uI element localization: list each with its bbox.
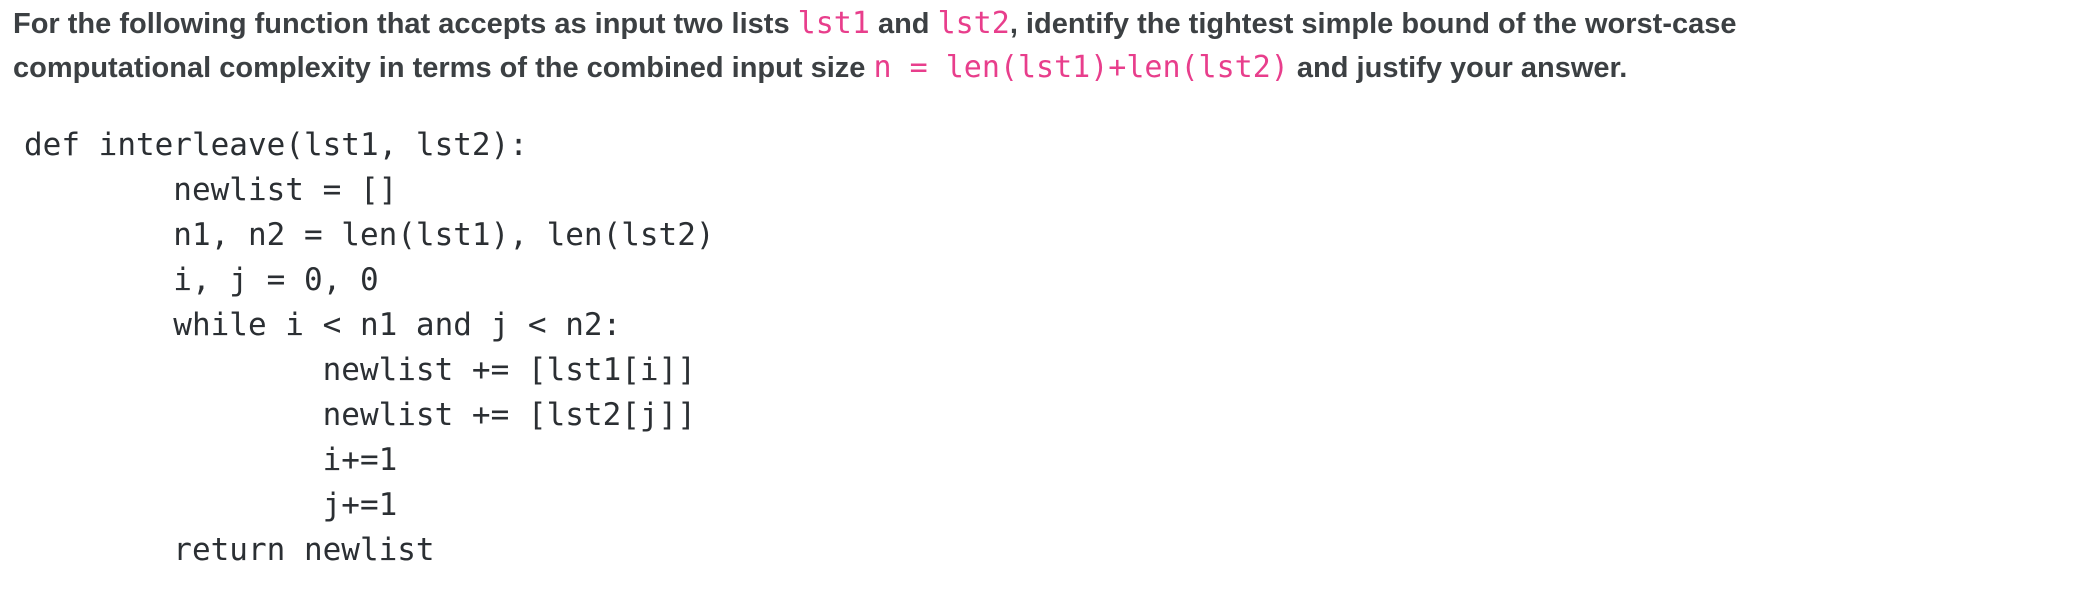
code-block: def interleave(lst1, lst2): newlist = []… [24, 127, 715, 568]
inline-code: lst1 [797, 6, 870, 41]
text-segment: computational complexity in terms of the… [13, 52, 874, 84]
inline-code: lst2 [937, 6, 1010, 41]
question-paragraph: For the following function that accepts … [0, 2, 2073, 90]
text-segment: and [869, 8, 938, 40]
question-line: For the following function that accepts … [13, 2, 2073, 46]
text-segment: , identify the tightest simple bound of … [1009, 8, 1737, 40]
inline-code: n = len(lst1)+len(lst2) [873, 50, 1289, 85]
question-line: computational complexity in terms of the… [13, 46, 2073, 90]
text-segment: For the following function that accepts … [13, 8, 798, 40]
text-segment: and justify your answer. [1288, 52, 1628, 84]
